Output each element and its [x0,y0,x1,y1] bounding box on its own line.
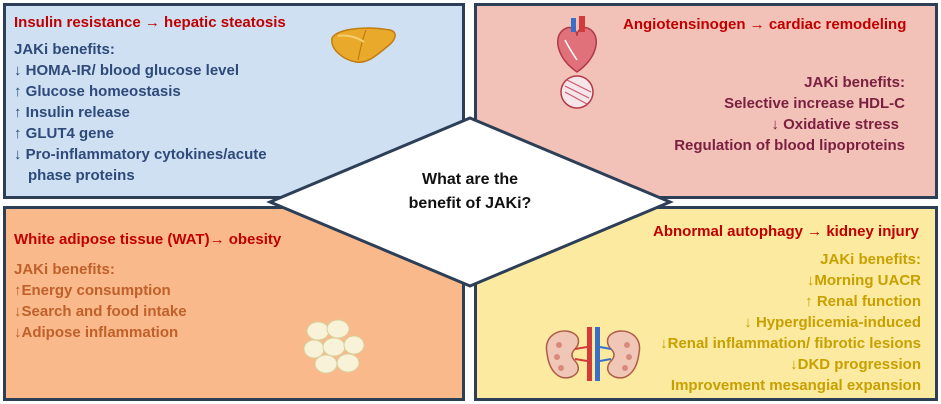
benefits-heading: JAKi benefits: [14,261,115,278]
benefits-list: JAKi benefits: ↓Morning UACR ↑ Renal fun… [660,249,921,396]
benefit-item: ↓ Hyperglicemia-induced [744,314,921,331]
benefits-list: JAKi benefits: Selective increase HDL-C … [674,72,905,156]
panel-title: Insulin resistance → hepatic steatosis [14,14,286,31]
center-question: What are the benefit of JAKi? [370,168,570,216]
benefits-heading: JAKi benefits: [820,251,921,268]
benefit-item: ↓ HOMA-IR/ blood glucose level [14,62,240,79]
panel-white-adipose-tissue: White adipose tissue (WAT)→ obesity JAKi… [3,206,465,401]
benefit-item: ↓Morning UACR [806,272,921,289]
benefit-item: ↓Renal inflammation/ fibrotic lesions [660,335,921,352]
benefit-item: Improvement mesangial expansion [670,377,921,394]
liver-icon [331,27,396,63]
benefit-item: ↑ Glucose homeostasis [14,83,181,100]
benefits-heading: JAKi benefits: [14,41,115,58]
benefit-item: ↓DKD progression [790,356,921,373]
benefits-list: JAKi benefits: ↑Energy consumption ↓Sear… [14,259,187,343]
panel-abnormal-autophagy: Abnormal autophagy → kidney injury JAKi … [474,206,938,401]
panel-title: Abnormal autophagy → kidney injury [653,223,919,240]
fat-cells-icon [303,319,365,374]
benefit-item: ↑ GLUT4 gene [14,125,115,142]
panel-insulin-resistance: Insulin resistance → hepatic steatosis J… [3,3,465,199]
heart-icon [557,16,597,109]
panel-title: White adipose tissue (WAT)→ obesity [14,231,282,248]
benefit-item: ↓ Oxidative stress [771,116,899,133]
benefit-item: ↑ Insulin release [14,104,130,121]
benefits-list: JAKi benefits: ↓ HOMA-IR/ blood glucose … [14,39,267,186]
benefit-item: ↑Energy consumption [14,282,171,299]
benefit-item: Regulation of blood lipoproteins [674,137,905,154]
benefit-item: ↓ Pro-inflammatory cytokines/acute [14,146,267,163]
benefit-item: ↓Search and food intake [14,303,187,320]
center-line-1: What are the [421,171,518,188]
center-line-2: benefit of JAKi? [408,195,532,212]
benefits-heading: JAKi benefits: [804,74,905,91]
benefit-item: phase proteins [28,167,135,184]
benefit-item: ↑ Renal function [805,293,921,310]
kidney-icon [545,327,641,381]
panel-title: Angiotensinogen → cardiac remodeling [623,16,907,33]
benefit-item: ↓Adipose inflammation [14,324,179,341]
benefit-item: Selective increase HDL-C [724,95,905,112]
